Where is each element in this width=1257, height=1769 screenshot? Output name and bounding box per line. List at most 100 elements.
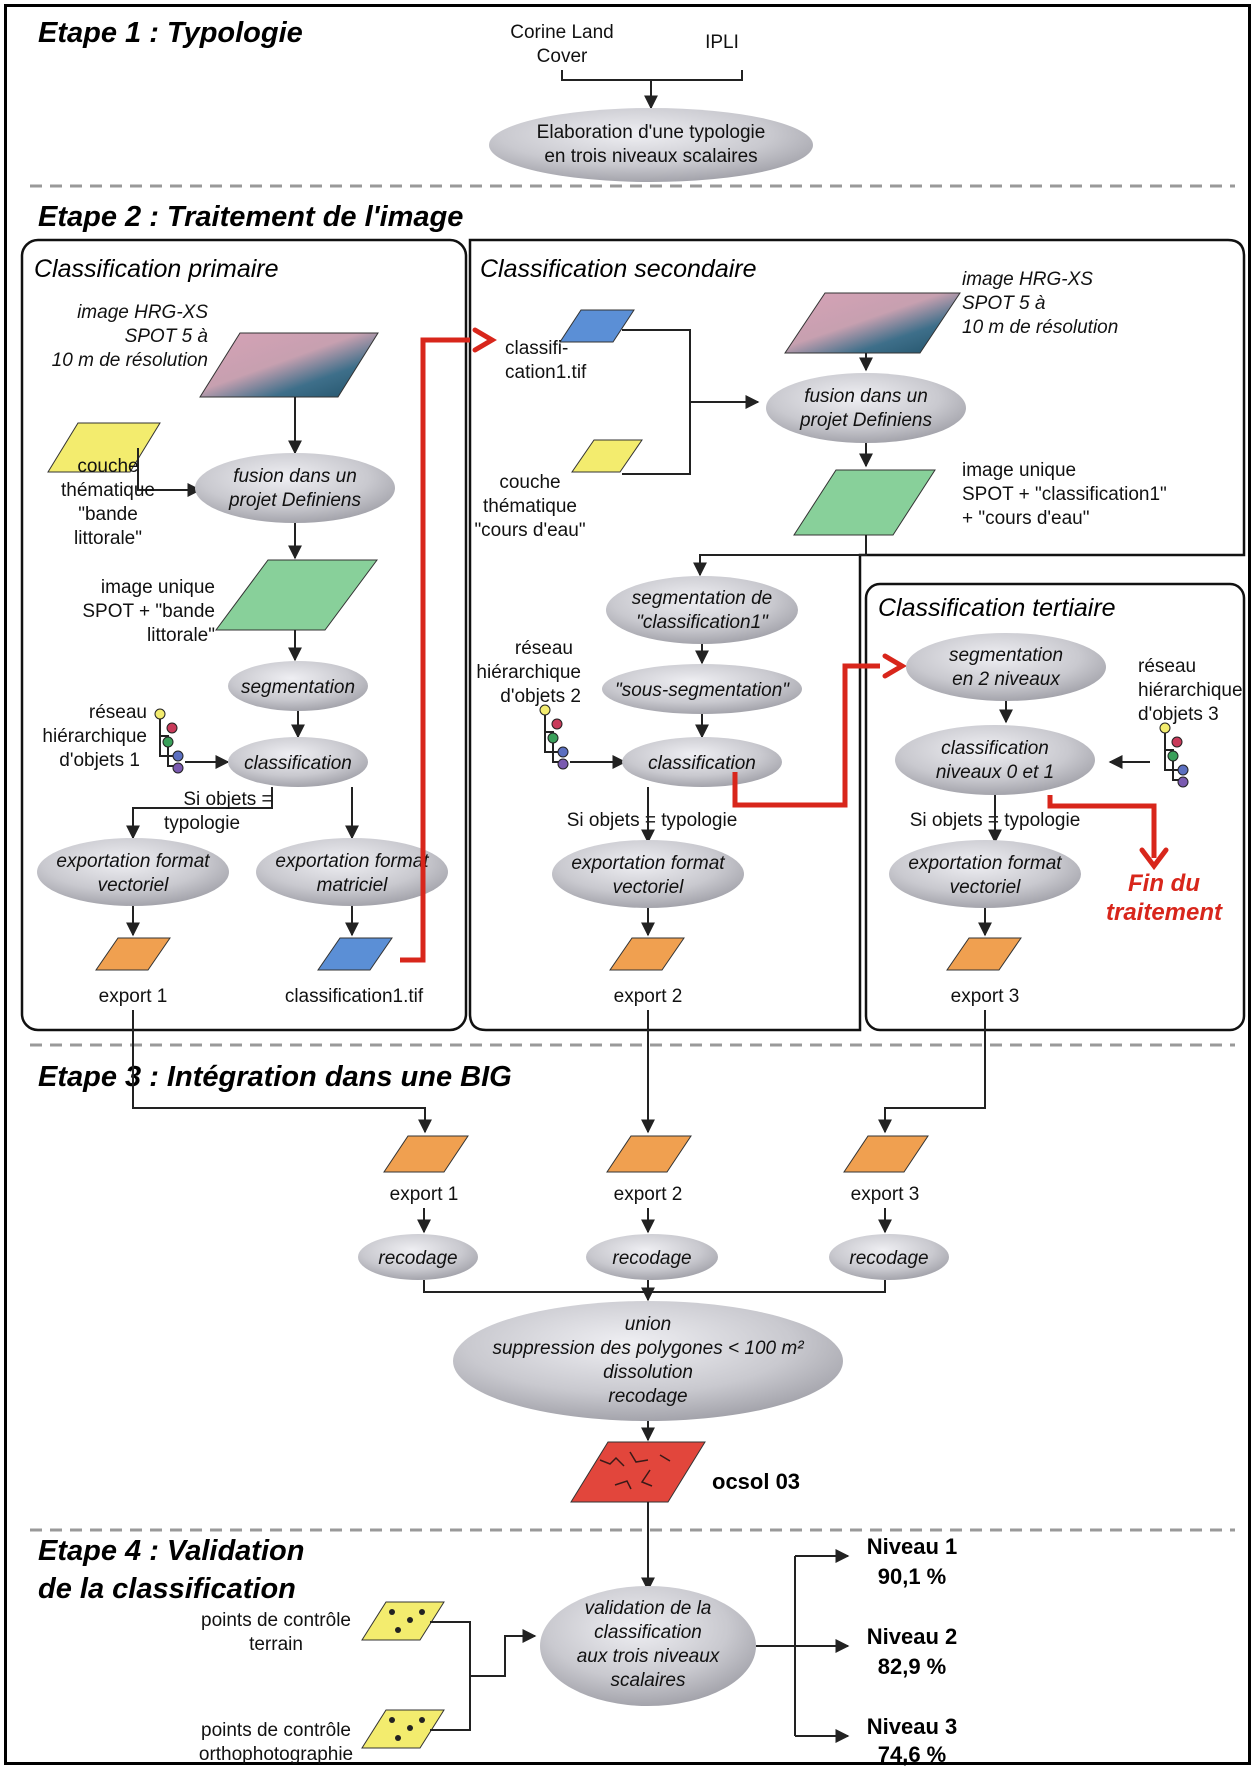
primary-fusion-line1: fusion dans un [233,466,357,487]
recode-node-3 [829,1234,949,1280]
secondary-network-icon [539,704,569,770]
primary-layer-line2: thématique [61,480,155,501]
primary-classification: classification [244,753,352,774]
secondary-network-line2: hiérarchique [476,662,581,683]
primary-export-vector-line2: vectoriel [98,875,170,896]
primary-box [20,238,468,1032]
step2-title: Etape 2 : Traitement de l'image [38,201,463,233]
tertiary-seg-line1: segmentation [949,645,1063,666]
secondary-network-line3: d'objets 2 [500,686,581,707]
primary-layer-shape [47,422,161,473]
secondary-layer-line3: "cours d'eau" [474,520,585,541]
primary-title: Classification primaire [34,255,279,283]
primary-layer-line3: "bande [78,504,138,525]
tertiary-export-vector-node [889,840,1081,908]
primary-network-line1: réseau [89,702,147,723]
step3-export2-label: export 2 [614,1184,683,1205]
tertiary-network-line2: hiérarchique [1138,680,1243,701]
tertiary-export-vector-line1: exportation format [908,853,1062,874]
valid-line4: scalaires [611,1670,686,1691]
secondary-seg-node [606,576,798,644]
primary-if-line1: Si objets = [183,789,272,810]
ocsol-map-shape [570,1441,706,1503]
primary-image-line2: SPOT 5 à [125,326,208,347]
primary-fusion-line2: projet Definiens [228,490,362,511]
valid-line1: validation de la [585,1598,712,1619]
primary-classif-tif-label: classification1.tif [285,986,424,1007]
secondary-fusion-node [766,373,966,443]
primary-network-icon [154,708,184,774]
tertiary-classif-line2: niveaux 0 et 1 [936,762,1054,783]
secondary-subseg: "sous-segmentation" [615,680,790,701]
points1-line1: points de contrôle [201,1610,351,1631]
tertiary-network-icon [1159,722,1189,788]
tertiary-network-line1: réseau [1138,656,1196,677]
secondary-image-line3: 10 m de résolution [962,317,1118,338]
secondary-classif-shape [559,309,635,343]
secondary-classif-line1: classifi- [505,338,568,359]
secondary-subseg-node [602,664,802,714]
source-corine-line2: Cover [537,46,588,67]
primary-layer-line4: littorale" [74,528,142,549]
secondary-export2-label: export 2 [614,986,683,1007]
secondary-title: Classification secondaire [480,255,757,283]
primary-satellite-image [199,332,379,398]
level3-value: 74,6 % [878,1742,947,1767]
recode-node-2 [586,1234,718,1280]
primary-export-vector-node [37,838,229,906]
primary-to-secondary-link [400,337,470,963]
tertiary-seg-node [906,633,1106,701]
primary-classif-tif-shape [317,937,393,971]
tertiary-export3-label: export 3 [951,986,1020,1007]
secondary-to-tertiary-link [732,663,880,808]
primary-export-vector-line1: exportation format [56,851,210,872]
primary-export-matrix-line2: matriciel [317,875,389,896]
step3-export2-shape [606,1135,692,1173]
typology-line2: en trois niveaux scalaires [544,146,757,167]
primary-segmentation-node [228,661,368,711]
step4-title-line2: de la classification [38,1573,296,1605]
primary-image-line3: 10 m de résolution [52,350,208,371]
secondary-satellite-image [784,292,961,354]
tertiary-end-link [1047,795,1157,858]
step3-export1-shape [383,1135,469,1173]
tertiary-classification-node [895,725,1095,795]
secondary-export-vector-line1: exportation format [571,853,725,874]
primary-unique-line2: SPOT + "bande [82,601,215,622]
union-line1: union [625,1314,672,1335]
step4-title-line1: Etape 4 : Validation [38,1535,304,1567]
points2-line2: orthophotographie [199,1744,353,1765]
level1-name: Niveau 1 [867,1534,958,1559]
ocsol-label: ocsol 03 [712,1469,800,1494]
secondary-seg-line2: "classification1" [636,612,769,633]
step1-title: Etape 1 : Typologie [38,17,303,49]
secondary-fusion-line1: fusion dans un [804,386,928,407]
points2-line1: points de contrôle [201,1720,351,1741]
union-line3: dissolution [603,1362,693,1383]
recode-label-3: recodage [849,1248,928,1269]
secondary-if-text: Si objets = typologie [567,810,738,831]
tertiary-network-line3: d'objets 3 [1138,704,1219,725]
primary-export-matrix-line1: exportation format [275,851,429,872]
level3-name: Niveau 3 [867,1714,958,1739]
secondary-export-vector-line2: vectoriel [613,877,685,898]
points1-line2: terrain [249,1634,303,1655]
primary-unique-line1: image unique [101,577,215,598]
secondary-unique-image [793,469,936,536]
primary-unique-image [215,559,378,631]
secondary-network-line1: réseau [515,638,573,659]
primary-classification-node [228,737,368,787]
union-line4: recodage [608,1386,687,1407]
secondary-classification-node [622,737,782,787]
tertiary-seg-line2: en 2 niveaux [952,669,1061,690]
primary-export-matrix-node [256,838,448,906]
primary-if-line2: typologie [164,813,240,834]
end-label-line2: traitement [1106,899,1223,926]
step3-export3-label: export 3 [851,1184,920,1205]
union-line2: suppression des polygones < 100 m² [492,1338,804,1359]
valid-line3: aux trois niveaux [577,1646,721,1667]
union-node [453,1301,843,1421]
step3-export1-label: export 1 [390,1184,459,1205]
secondary-seg-line1: segmentation de [632,588,773,609]
valid-line2: classification [594,1622,702,1643]
